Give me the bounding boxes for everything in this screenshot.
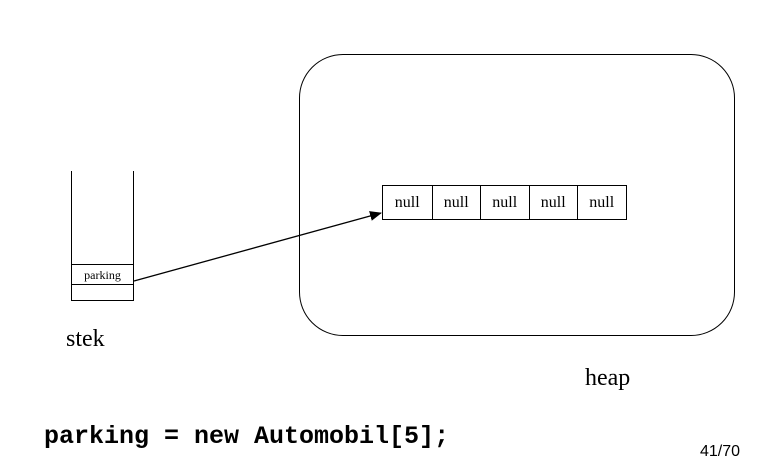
stack-left-wall: [71, 171, 72, 301]
stack-label: stek: [66, 326, 105, 352]
stack-right-wall: [133, 171, 134, 301]
stack-bottom-wall: [71, 300, 134, 301]
array-cell-2: null: [480, 186, 529, 219]
code-statement: parking = new Automobil[5];: [44, 422, 450, 451]
stack-slot-label: parking: [84, 267, 121, 282]
reference-arrow-line: [133, 211, 382, 282]
array-object: null null null null null: [382, 185, 627, 220]
array-cell-0: null: [394, 193, 420, 211]
page-indicator: 41/70: [700, 443, 741, 460]
heap-label: heap: [585, 365, 631, 391]
array-cell-4: null: [577, 186, 626, 219]
array-cell-3: null: [528, 186, 578, 219]
stack-slot-parking: parking: [71, 264, 134, 285]
heap-region: [299, 54, 735, 336]
array-cell-1: null: [431, 186, 481, 219]
